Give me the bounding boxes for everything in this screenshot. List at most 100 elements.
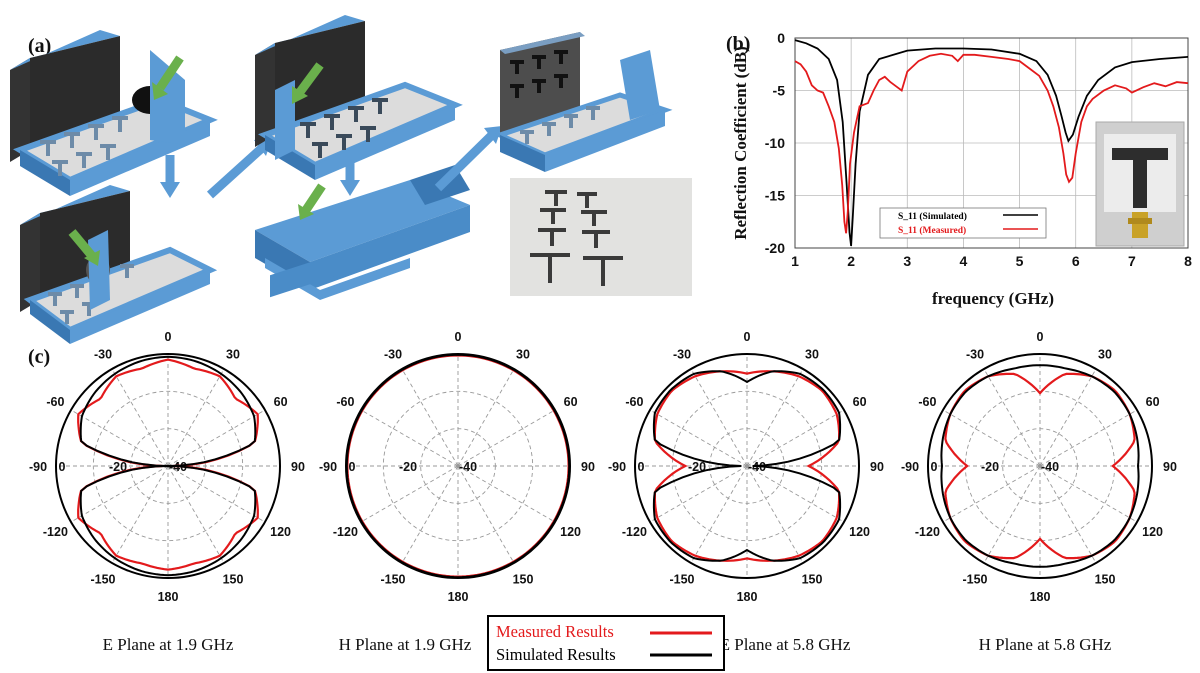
- mold-step-5: [493, 32, 673, 172]
- y-tick-label: 0: [777, 30, 785, 46]
- x-tick-label: 4: [960, 253, 968, 269]
- polar-grid-circle: [964, 390, 1116, 542]
- polar-angle-label: 150: [223, 573, 244, 587]
- s11-legend: S_11 (Simulated) S_11 (Measured): [879, 207, 1047, 239]
- mold-side: [20, 150, 70, 196]
- polar-spoke: [746, 465, 845, 523]
- polar-angle-label: -120: [333, 525, 358, 539]
- polar-radial-label: -20: [981, 460, 999, 474]
- panel-c-label: (c): [28, 346, 50, 368]
- polar-angle-label: 90: [581, 460, 595, 474]
- polar-angle-label: 150: [1095, 573, 1116, 587]
- polar-angle-label: 60: [564, 395, 578, 409]
- mold-step-1: [10, 30, 218, 196]
- polar-simulated-curve: [345, 353, 571, 579]
- polar-spoke: [1039, 465, 1138, 523]
- legend-simulated-label: S_11 (Simulated): [898, 211, 967, 222]
- polar-angle-label: -30: [673, 347, 691, 361]
- polar-spoke: [111, 368, 169, 467]
- t-antenna-stem: [1133, 148, 1147, 208]
- polar-angle-label: 150: [802, 573, 823, 587]
- polar-spoke: [457, 368, 515, 467]
- legend-measured-label: S_11 (Measured): [898, 225, 966, 236]
- polar-radial-label: -40: [1041, 460, 1059, 474]
- panel-c: (c) 0 30 60 90 120 150 180 -150 -120 -90 -60 -30 0 -2…: [28, 330, 1177, 671]
- polar-spoke: [1039, 368, 1097, 467]
- polar-angle-label: 60: [1146, 395, 1160, 409]
- polar-angle-label: -90: [608, 460, 626, 474]
- polar-spoke: [1039, 465, 1097, 564]
- polar-angle-label: 30: [1098, 347, 1112, 361]
- s11-legend-box: [879, 207, 1047, 239]
- polar-angle-label: 60: [274, 395, 288, 409]
- mold-lid-edge: [10, 30, 120, 70]
- polar-simulated-curve: [652, 370, 842, 562]
- polar-spoke: [111, 465, 169, 564]
- polar-angle-label: -60: [46, 395, 64, 409]
- caption-e-plane-5-8: E Plane at 5.8 GHz: [720, 635, 851, 654]
- polar-angle-label: 0: [165, 330, 172, 344]
- polar-angle-label: 180: [1030, 590, 1051, 604]
- polar-angle-label: -120: [43, 525, 68, 539]
- polar-measured-curve: [653, 370, 841, 562]
- mold-step-3: [255, 15, 463, 180]
- y-tick-label: -20: [765, 240, 785, 256]
- panel-a-label: (a): [28, 35, 51, 57]
- polar-spoke: [167, 368, 225, 467]
- y-tick-label: -5: [773, 83, 786, 99]
- legend-simulated: Simulated Results: [496, 645, 616, 664]
- caption-h-plane-5-8: H Plane at 5.8 GHz: [979, 635, 1112, 654]
- polar-outer-circle: [55, 353, 281, 579]
- polar-angle-label: -150: [380, 573, 405, 587]
- mold-step-4: [255, 165, 470, 300]
- x-tick-label: 8: [1184, 253, 1192, 269]
- caption-h-plane-1-9: H Plane at 1.9 GHz: [339, 635, 472, 654]
- polar-angle-label: 120: [560, 525, 581, 539]
- mold-lid: [10, 58, 30, 162]
- polar-angle-label: 150: [513, 573, 534, 587]
- sma-connector: [1132, 212, 1148, 238]
- caption-e-plane-1-9: E Plane at 1.9 GHz: [103, 635, 234, 654]
- polar-spoke: [457, 465, 556, 523]
- polar-spoke: [70, 465, 169, 523]
- polar-spoke: [457, 409, 556, 467]
- polar-angle-label: -90: [29, 460, 47, 474]
- main-legend-box: [487, 615, 725, 671]
- polar-angle-label: 180: [448, 590, 469, 604]
- polar-outer-circle: [927, 353, 1153, 579]
- polar-angle-label: -90: [319, 460, 337, 474]
- polar-spoke: [649, 465, 748, 523]
- polar-radial-label: 0: [59, 460, 66, 474]
- y-tick-label: -10: [765, 135, 785, 151]
- squeegee: [150, 50, 185, 145]
- polar-simulated-curve: [79, 355, 257, 577]
- polar-radial-label: -40: [459, 460, 477, 474]
- polar-angle-label: 90: [291, 460, 305, 474]
- polar-spoke: [983, 368, 1041, 467]
- s11-measured-line: [794, 52, 1189, 234]
- mold-step-2: [20, 185, 218, 344]
- polar-angle-label: -60: [625, 395, 643, 409]
- polar-spoke: [70, 409, 169, 467]
- polar-angle-label: 120: [270, 525, 291, 539]
- polar-angle-label: 90: [870, 460, 884, 474]
- x-tick-label: 5: [1016, 253, 1024, 269]
- polar-angle-label: 120: [849, 525, 870, 539]
- polar-angle-label: 60: [853, 395, 867, 409]
- polar-measured-curve: [77, 358, 259, 571]
- green-arrow: [156, 55, 184, 91]
- polar-angle-label: -150: [90, 573, 115, 587]
- panel-a: (a): [10, 15, 692, 344]
- polar-angle-label: 120: [1142, 525, 1163, 539]
- polar-radial-label: 0: [349, 460, 356, 474]
- t-patterns: [40, 116, 128, 176]
- polar-angle-label: 30: [805, 347, 819, 361]
- polar-outer-circle: [634, 353, 860, 579]
- y-tick-label: -15: [765, 188, 785, 204]
- polar-spoke: [457, 465, 515, 564]
- polar-angle-label: -60: [918, 395, 936, 409]
- polar-grid-circle: [92, 390, 244, 542]
